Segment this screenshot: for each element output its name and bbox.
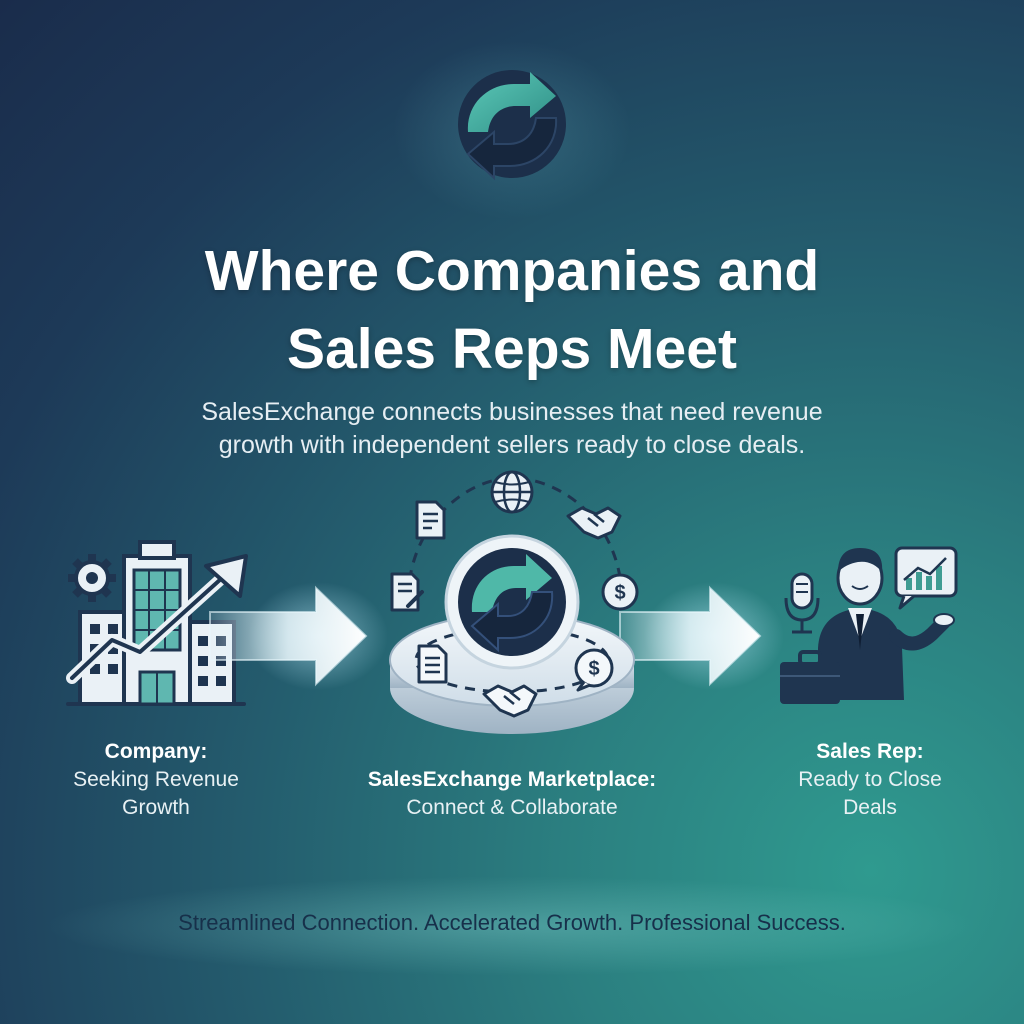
handshake-icon xyxy=(566,506,622,540)
sales-rep-line-1: Ready to Close xyxy=(798,768,942,791)
company-line-1: Seeking Revenue xyxy=(73,768,239,791)
sales-rep-caption: Sales Rep: Ready to Close Deals xyxy=(760,738,980,822)
sync-arrows-logo-icon xyxy=(458,70,566,181)
subtitle-line-1: SalesExchange connects businesses that n… xyxy=(201,398,823,426)
title-line-1: Where Companies and xyxy=(204,239,820,303)
dollar-chat-icon: $ xyxy=(574,648,614,692)
svg-text:$: $ xyxy=(588,658,599,680)
svg-text:$: $ xyxy=(614,582,625,604)
chart-bubble-icon xyxy=(894,546,958,610)
footer-tagline: Streamlined Connection. Accelerated Grow… xyxy=(178,910,846,935)
salesperson-icon xyxy=(780,546,958,704)
page-title: Where Companies and Sales Reps Meet xyxy=(0,232,1024,388)
title-line-2: Sales Reps Meet xyxy=(287,317,737,381)
document-icon xyxy=(415,500,446,540)
contract-sign-icon xyxy=(390,572,424,612)
marketplace-heading: SalesExchange Marketplace: xyxy=(367,768,657,791)
flow-arrow-right xyxy=(619,582,784,690)
company-caption: Company: Seeking Revenue Growth xyxy=(46,738,266,822)
briefcase-icon xyxy=(780,650,840,704)
platform-document-icon xyxy=(417,644,448,684)
marketplace-caption: SalesExchange Marketplace: Connect & Col… xyxy=(330,766,694,822)
company-heading: Company: xyxy=(104,740,208,763)
office-building-growth-icon xyxy=(66,540,248,706)
footer-glow xyxy=(40,876,984,976)
marketplace-platform-icon xyxy=(389,476,635,734)
company-line-2: Growth xyxy=(122,796,190,819)
subtitle-line-2: growth with independent sellers ready to… xyxy=(218,431,806,459)
gear-icon xyxy=(68,554,116,602)
dollar-coin-icon: $ xyxy=(601,573,639,611)
flow-arrow-left xyxy=(209,582,388,690)
marketplace-line-1: Connect & Collaborate xyxy=(406,796,618,819)
sales-rep-line-2: Deals xyxy=(843,796,897,819)
platform-handshake-icon xyxy=(482,684,538,718)
sales-rep-heading: Sales Rep: xyxy=(816,740,924,763)
microphone-icon xyxy=(784,572,820,634)
page-subtitle: SalesExchange connects businesses that n… xyxy=(0,396,1024,462)
globe-icon xyxy=(490,470,534,514)
